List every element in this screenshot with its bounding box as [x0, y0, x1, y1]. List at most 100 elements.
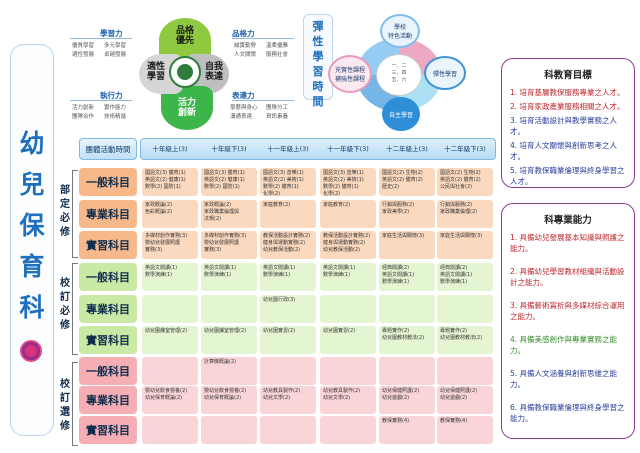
divider [232, 38, 294, 39]
ring-center-text: 一、二 三、四 五、六 [391, 63, 407, 83]
table-cell [260, 416, 316, 444]
wheel-bottom-label: 活力 創新 [177, 98, 196, 118]
vertical-text: 彈 性 學 習 時 間 [304, 15, 332, 109]
bracket [72, 263, 78, 355]
table-cell: 教保活動設計實務(2) 健身與運動實務(2) 幼兒教保活動(2) [320, 231, 376, 259]
sec-char: 校 [60, 379, 70, 390]
table-cell: 教保實務(4) [379, 416, 435, 444]
section-label-required: 部 定 必 修 [58, 184, 72, 240]
title-char: 兒 [19, 170, 45, 199]
bracket [72, 170, 78, 258]
grade-header: 十年級上(3) [152, 145, 188, 153]
table-cell: 家政概論(2) 色彩概論(2) [142, 200, 198, 228]
vchar: 習 [312, 65, 324, 78]
row-label: 一般科目 [79, 357, 137, 385]
table-cell [142, 416, 198, 444]
table-cell: 多媒材創作實務(3) 嬰幼兒發展照護 實務(3) [142, 231, 198, 259]
table-cell: 國語文(2) 生物(2) 英語文(2) 體育(2) 歷史(2) [379, 168, 435, 196]
table-cell: 幼兒教具製作(2) 幼兒文學(2) [320, 386, 376, 414]
table-cell: 幼兒保健照護(2) 幼兒遊戲(2) [437, 386, 493, 414]
vchar: 學 [312, 50, 324, 63]
expression-desc-a: 學藝與身心 溝通表達 [230, 105, 258, 120]
school-logo-icon [169, 56, 201, 88]
table-cell: 計算機概論(2) [201, 357, 257, 385]
table-cell: 家庭生活與關懷(3) [379, 231, 435, 259]
table-cell: 國語文(3) 體育(1) 英語文(2) 健康(1) 數學(2) 國防(1) [201, 168, 257, 196]
department-title-chars: 幼 兒 保 育 科 [11, 123, 53, 328]
table-cell: 嬰幼兒飲食營養(2) 幼兒保育概論(2) [201, 386, 257, 414]
table-cell [379, 357, 435, 385]
table-cell: 國語文(3) 音樂(1) 英語文(2) 美術(1) 數學(2) 體育(1) 化學… [260, 168, 316, 196]
sec-char: 必 [60, 306, 70, 317]
title-char: 科 [19, 293, 45, 322]
table-cell: 英語文閱讀(1) 數學演練(1) [320, 263, 376, 291]
learning-desc-a: 優質學習 適性發展 [72, 43, 95, 58]
row-label: 一般科目 [79, 168, 137, 196]
sec-char: 訂 [60, 292, 70, 303]
table-cell [320, 416, 376, 444]
bubble-flexible: 彈性學習 [424, 56, 466, 90]
bubble-self-learning: 自主學習 [382, 97, 420, 131]
table-cell: 多媒材創作實務(3) 嬰幼兒發展照護 實務(3) [201, 231, 257, 259]
table-cell: 英語文閱讀(1) 數學演練(1) [201, 263, 257, 291]
sec-char: 訂 [60, 393, 70, 404]
table-cell: 國語文(3) 體育(1) 英語文(2) 健康(1) 數學(2) 國防(1) [142, 168, 198, 196]
section-label-school-required: 校 訂 必 修 [58, 277, 72, 333]
divider [232, 100, 294, 101]
section-label-school-elective: 校 訂 選 修 [58, 378, 72, 434]
sec-char: 修 [60, 227, 70, 238]
grade-header: 十二年級上(3) [386, 145, 428, 153]
table-cell: 幼兒園實習(2) [320, 326, 376, 354]
wheel-top-label: 品格 優先 [175, 26, 194, 46]
table-cell [201, 416, 257, 444]
sec-char: 校 [60, 278, 70, 289]
table-cell: 家庭生活與關懷(3) [437, 231, 493, 259]
ability-item: 2. 具備幼兒學習教材組織與活動設計之能力。 [510, 267, 625, 287]
bubble-school-activity: 學校 特色活動 [380, 14, 420, 48]
vchar: 時 [312, 80, 324, 93]
character-desc-a: 誠實勤勞 人文關懷 [234, 43, 257, 58]
sec-char: 修 [60, 421, 70, 432]
wheel-left-label: 適性 學習 [146, 62, 165, 82]
table-cell [201, 295, 257, 323]
ring-center: 一、二 三、四 五、六 [376, 54, 422, 96]
table-cell: 英語文閱讀(1) 數學演練(1) [142, 263, 198, 291]
row-label: 實習科目 [79, 326, 137, 354]
table-cell [142, 295, 198, 323]
goal-item: 1. 培育基層教保服務專業之人才。 [510, 88, 625, 97]
row-label: 專業科目 [79, 295, 137, 323]
table-header-bar [140, 138, 496, 160]
divider [70, 38, 132, 39]
grade-header: 十二年級下(3) [444, 145, 486, 153]
professional-abilities-panel: 科專業能力 1. 具備幼兒發展基本知識與照護之能力。 2. 具備幼兒學習教材組織… [501, 203, 635, 439]
wheel-label-expression: 表達力 [232, 91, 255, 100]
wheel-label-learning: 學習力 [100, 29, 123, 38]
goal-item: 2. 培育家政產業服務相關之人才。 [510, 102, 625, 111]
table-cell: 幼兒園課室管理(2) [201, 326, 257, 354]
table-cell [379, 295, 435, 323]
ability-item: 5. 具備人文涵養與創新思維之能力。 [510, 369, 618, 389]
row-label: 專業科目 [79, 200, 137, 228]
execution-desc-b: 實作能力 技術精進 [104, 105, 127, 120]
department-title: 幼 兒 保 育 科 [10, 44, 54, 436]
grade-header: 十一年級下(3) [327, 145, 369, 153]
sec-char: 選 [60, 407, 70, 418]
grade-header: 十年級下(3) [211, 145, 247, 153]
title-char: 保 [19, 211, 45, 240]
table-cell [142, 357, 198, 385]
table-cell: 幼兒園行政(3) [260, 295, 316, 323]
vchar: 彈 [312, 20, 324, 33]
table-cell: 專題實作(2) 幼兒園教材教法(2) [437, 326, 493, 354]
goal-item: 5. 培育教保職業倫理與終身學習之人才。 [510, 166, 625, 186]
goal-item: 4. 培育人文關懷與創新思考之人才。 [510, 141, 618, 161]
expression-desc-b: 團隊分工 資訊素養 [266, 105, 289, 120]
bubble-enrichment: 充實性課程 補強性課程 [328, 55, 372, 93]
table-cell: 行銷與服務(2) 家政美學(2) [379, 200, 435, 228]
flexible-learning-title: 彈 性 學 習 時 間 [303, 14, 333, 108]
ability-item: 4. 具備美感創作與專業實務之能力。 [510, 335, 618, 355]
wheel-label-execution: 執行力 [100, 91, 123, 100]
title-char: 幼 [19, 129, 45, 158]
learning-desc-b: 多元學習 卓越發展 [104, 43, 127, 58]
education-goals-title: 科教育目標 [544, 70, 592, 81]
vchar: 間 [312, 95, 324, 108]
